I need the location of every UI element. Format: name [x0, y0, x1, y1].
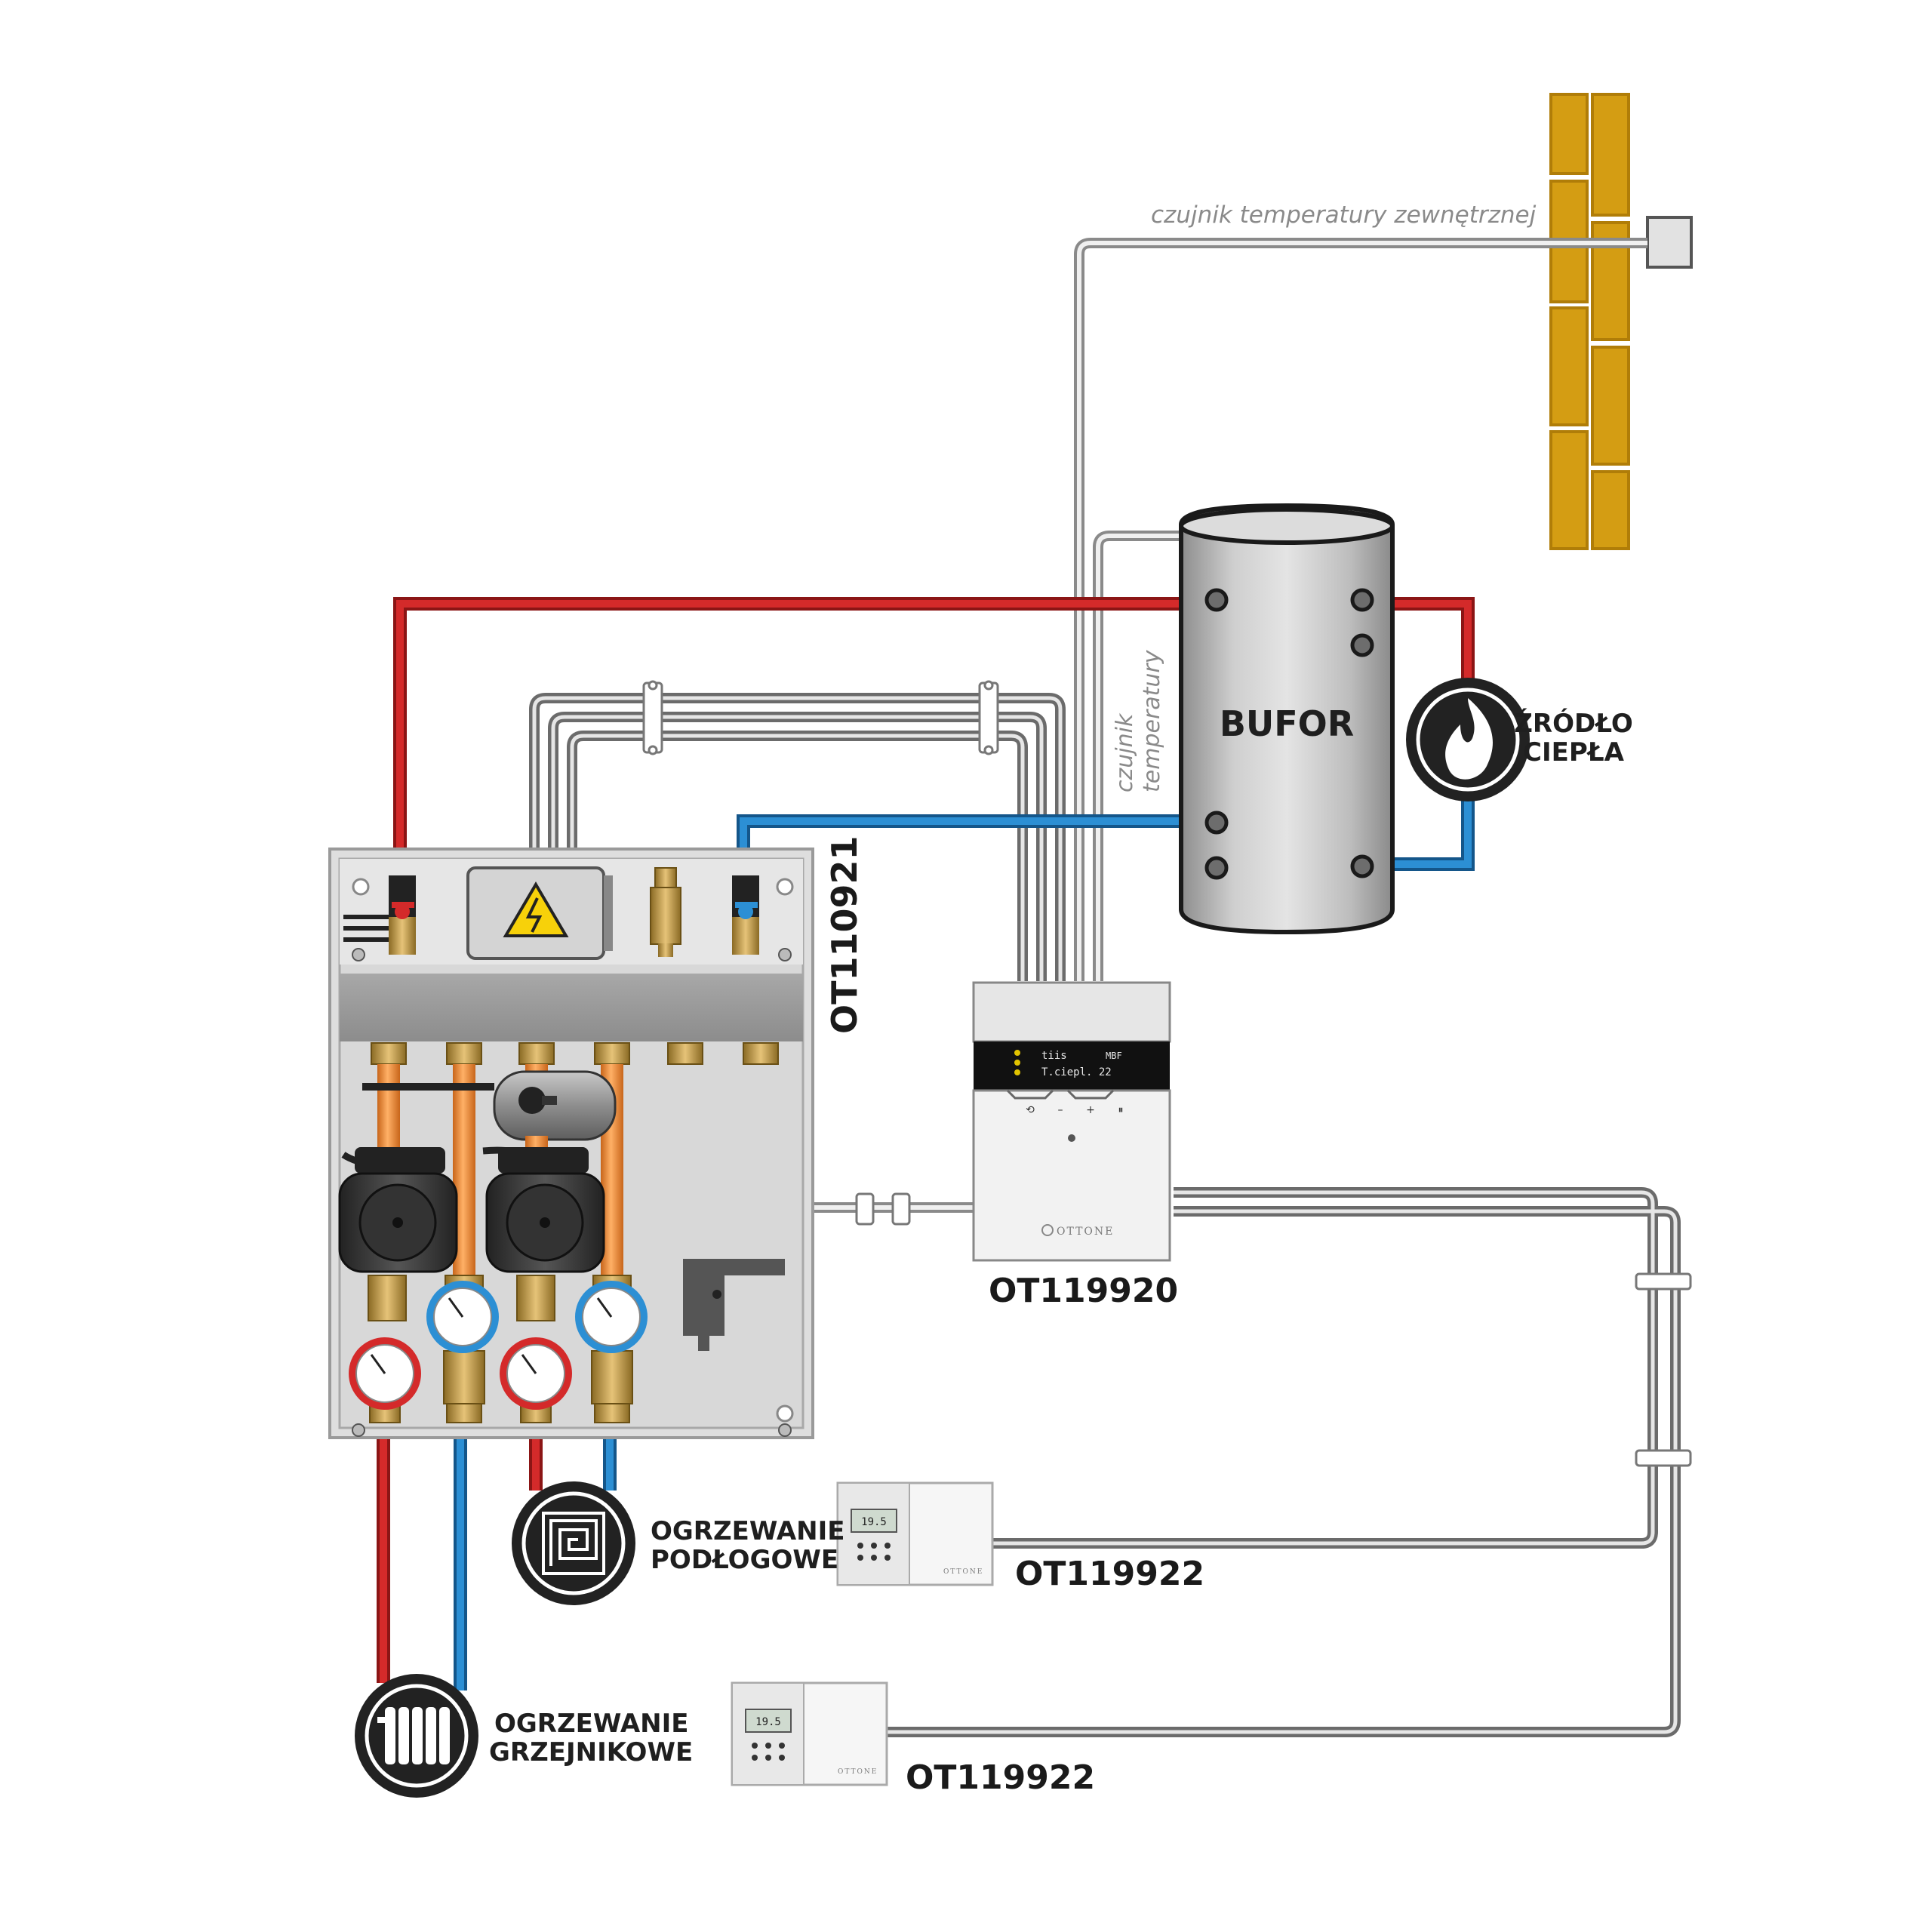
- hot-ball-valve: [389, 875, 416, 955]
- outdoor-sensor-box: [1646, 216, 1693, 269]
- controller-button-back[interactable]: ⟲: [1026, 1104, 1035, 1116]
- cable-clips: [642, 680, 999, 755]
- radiator-heating-icon: [355, 1674, 478, 1798]
- thermostat-2-code: OT119922: [906, 1758, 1095, 1797]
- buffer-tank: BUFOR: [1179, 503, 1395, 935]
- controller-display-line2: T.ciepl. 22: [1041, 1066, 1112, 1078]
- controller-code: OT119920: [989, 1272, 1178, 1310]
- thermometer-supply-2: [500, 1337, 572, 1410]
- floor-heating-icon: [512, 1481, 635, 1605]
- air-vent: [650, 867, 681, 957]
- thermometer-return-2: [575, 1281, 648, 1353]
- controller-brand: OTTONE: [1057, 1226, 1114, 1238]
- thermostat-2-brand: OTTONE: [838, 1768, 878, 1776]
- controller-button-pause[interactable]: ⏸: [1118, 1104, 1124, 1116]
- outdoor-sensor-label: czujnik temperatury zewnętrznej: [1151, 202, 1537, 229]
- controller-display-line1-right: MBF: [1106, 1051, 1122, 1061]
- weather-controller: tiis MBF T.ciepl. 22 ⟲ – + ⏸ OTTONE: [972, 981, 1171, 1262]
- thermostat-1-code: OT119922: [1015, 1555, 1204, 1593]
- mixing-unit-cabinet: [328, 848, 814, 1439]
- thermostat-1-reading: 19.5: [861, 1516, 887, 1528]
- heat-source-icon: [1406, 678, 1530, 801]
- circulation-pump-2: [485, 1147, 605, 1273]
- tank-connectors: [1204, 588, 1374, 880]
- temp-sensor-label-line2: temperatury: [1139, 649, 1165, 792]
- thermometer-supply-1: [349, 1337, 421, 1410]
- radiator-heating-label-line2: GRZEJNIKOWE: [489, 1737, 693, 1767]
- floor-heating-label-line1: OGRZEWANIE: [651, 1516, 845, 1546]
- temp-sensor-label-line1: czujnik: [1112, 712, 1138, 792]
- controller-brand-logo-icon: [1041, 1224, 1054, 1236]
- heat-source-label-line2: CIEPŁA: [1523, 737, 1625, 768]
- controller-button-plus[interactable]: +: [1086, 1104, 1095, 1116]
- mixing-valve-actuator: [362, 1070, 617, 1141]
- heat-source-label-line1: ŹRÓDŁO: [1514, 708, 1632, 739]
- controller-button-minus[interactable]: –: [1058, 1104, 1063, 1116]
- sensor-cables: [1074, 238, 1647, 981]
- buffer-label: BUFOR: [1220, 703, 1354, 744]
- electric-junction-box: [466, 866, 613, 960]
- room-thermostat-2: 19.5 OTTONE: [731, 1681, 888, 1786]
- thermometer-return-1: [426, 1281, 499, 1353]
- room-thermostat-1: 19.5 OTTONE: [836, 1481, 994, 1586]
- thermostat-1-brand: OTTONE: [943, 1568, 983, 1576]
- radiator-heating-label-line1: OGRZEWANIE: [494, 1709, 689, 1739]
- brick-wall: [1549, 93, 1630, 550]
- mixing-unit-code: OT110921: [824, 835, 865, 1034]
- floor-heating-label-line2: PODŁOGOWE: [651, 1545, 838, 1575]
- controller-display-line1: tiis: [1041, 1050, 1067, 1062]
- cold-ball-valve: [732, 875, 759, 955]
- thermostat-2-reading: 19.5: [755, 1716, 781, 1728]
- circulation-pump-1: [338, 1147, 458, 1273]
